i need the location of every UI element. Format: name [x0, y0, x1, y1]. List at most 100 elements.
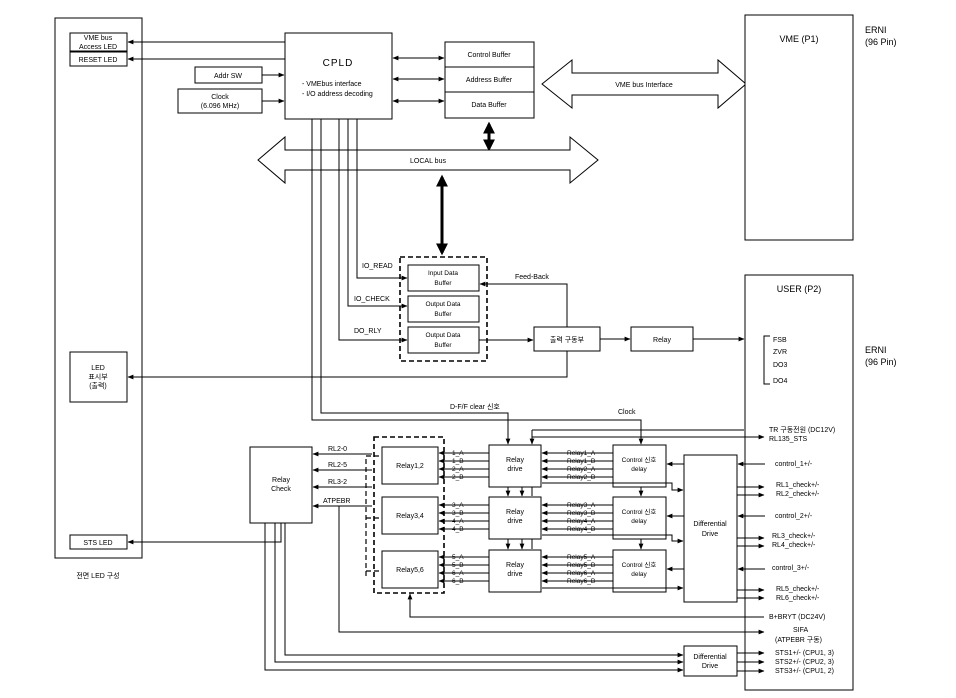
sifa-label-2: (ATPEBR 구동) — [775, 636, 822, 644]
vme-access-led-box — [69, 32, 128, 52]
sts1-label: STS1+/- (CPU1, 3) — [775, 650, 834, 657]
differential-drive-label-1: Differential — [693, 521, 727, 528]
addr-sw-label: Addr SW — [214, 73, 242, 80]
io-buffer-dashed-group — [399, 256, 488, 362]
do-rly-line — [338, 119, 408, 343]
relay-output-do3: DO3 — [773, 362, 788, 369]
cpld-line-2: - I/O address decoding — [302, 91, 373, 98]
g3-right-4: Relay6_B — [567, 578, 595, 585]
rl2-check-label: RL2_check+/- — [776, 491, 820, 498]
reset-led-label: RESET LED — [79, 57, 118, 64]
g3-left-1: 5_A — [452, 554, 464, 561]
control1-label: control_1+/- — [775, 461, 813, 468]
local-bus-arrow — [257, 135, 599, 185]
g1-left-1: 1_A — [452, 450, 464, 457]
g1-right-2: Relay1_B — [567, 458, 595, 465]
input-data-buffer-box — [407, 264, 480, 292]
g2-right-4: Relay4_B — [567, 526, 595, 533]
relay56-label: Relay5,6 — [396, 567, 424, 574]
rl4-check-label: RL4_check+/- — [772, 542, 816, 549]
control-delay-3-box — [612, 549, 667, 593]
g3-left-3: 6_A — [452, 570, 464, 577]
feedback-line — [479, 281, 568, 327]
sts-feed-line-3 — [264, 523, 684, 673]
input-data-buffer-label-2: Buffer — [434, 280, 452, 287]
relay-output-bracket — [763, 335, 770, 385]
buffer-group-box — [444, 41, 535, 119]
cpld-title: CPLD — [323, 58, 354, 69]
relay56-box — [381, 550, 439, 589]
g2-left-1: 3_A — [452, 502, 464, 509]
io-check-line — [347, 119, 408, 309]
output-data-buffer-1-label-1: Output Data — [425, 301, 460, 308]
control-buffer-label: Control Buffer — [467, 52, 511, 59]
vme-access-led-label-1: VME bus — [84, 35, 113, 42]
driver-to-led-line — [127, 351, 568, 380]
relay-drive-1-box — [488, 444, 542, 488]
front-panel-caption: 전면 LED 구성 — [76, 571, 119, 580]
rl3-2-label: RL3-2 — [328, 479, 347, 486]
control-delay-2-label-1: Control 신호 — [622, 507, 657, 516]
led-display-label-3: (출력) — [89, 381, 107, 390]
relay-check-label-2: Check — [271, 486, 291, 493]
control-delay-2-box — [612, 496, 667, 540]
output-driver-label: 출력 구동부 — [550, 335, 585, 344]
led-display-box — [69, 351, 128, 403]
g1-left-4: 2_B — [452, 474, 464, 481]
vme-p1-label: VME (P1) — [779, 34, 818, 44]
relay-group-3-lines — [438, 554, 613, 584]
sts-feed-line-1 — [284, 523, 684, 658]
control2-label: control_2+/- — [775, 513, 813, 520]
relay-drive-1-label-1: Relay — [506, 457, 524, 464]
g2-right-3: Relay4_A — [567, 518, 596, 525]
df-clear-line — [320, 119, 511, 445]
relay34-label: Relay3,4 — [396, 513, 424, 520]
reset-led-box — [69, 51, 128, 67]
data-buffer-label: Data Buffer — [471, 102, 507, 109]
control-delay-3-label-2: delay — [631, 571, 647, 578]
output-data-buffer-2-label-1: Output Data — [425, 332, 460, 339]
rl2-0-label: RL2-0 — [328, 446, 347, 453]
rl2-5-label: RL2-5 — [328, 462, 347, 469]
clock-line — [311, 119, 644, 445]
g3-left-4: 6_B — [452, 578, 464, 585]
rl6-check-label: RL6_check+/- — [776, 595, 820, 602]
rl1-check-label: RL1_check+/- — [776, 482, 820, 489]
relay-dashed-line-1 — [365, 455, 387, 578]
erni-top-label-1: ERNI — [865, 25, 887, 35]
rl3-check-label: RL3_check+/- — [772, 533, 816, 540]
df-clear-label: D-F/F clear 신호 — [450, 402, 500, 411]
led-display-label-1: LED — [91, 365, 105, 372]
address-buffer-label: Address Buffer — [466, 77, 513, 84]
relay-drive-2-label-2: drive — [507, 518, 522, 525]
rl5-check-label: RL5_check+/- — [776, 586, 820, 593]
clock-label: Clock — [618, 409, 636, 416]
output-data-buffer-2-label-2: Buffer — [434, 342, 452, 349]
cpld-line-1: - VMEbus interface — [302, 81, 362, 88]
relay-group-2-lines — [438, 502, 613, 532]
rl135-sts-label: RL135_STS — [769, 436, 807, 443]
relay-drive-3-label-2: drive — [507, 571, 522, 578]
control-delay-1-box — [612, 444, 667, 488]
relay-label: Relay — [653, 337, 671, 344]
g3-right-2: Relay5_B — [567, 562, 595, 569]
cpld-box — [284, 32, 393, 120]
sts-feed-line-2 — [274, 523, 684, 665]
check-line-1 — [542, 482, 684, 493]
relay12-label: Relay1,2 — [396, 463, 424, 470]
vme-access-led-label-2: Access LED — [79, 44, 117, 51]
do-rly-label: DO_RLY — [354, 328, 382, 335]
input-data-buffer-label-1: Input Data — [428, 270, 458, 277]
erni-mid-label-1: ERNI — [865, 345, 887, 355]
local-bus-label: LOCAL bus — [410, 158, 446, 165]
g3-right-1: Relay5_A — [567, 554, 596, 561]
user-p2-box — [744, 274, 854, 691]
relay-drive-3-label-1: Relay — [506, 562, 524, 569]
erni-top-label-2: (96 Pin) — [865, 37, 897, 47]
control-delay-2-label-2: delay — [631, 518, 647, 525]
differential-drive-2-label-2: Drive — [702, 663, 718, 670]
atpebr-label: ATPEBR — [323, 498, 351, 505]
front-panel-box — [54, 17, 143, 559]
control-delay-1-label-2: delay — [631, 466, 647, 473]
relay12-box — [381, 446, 439, 485]
